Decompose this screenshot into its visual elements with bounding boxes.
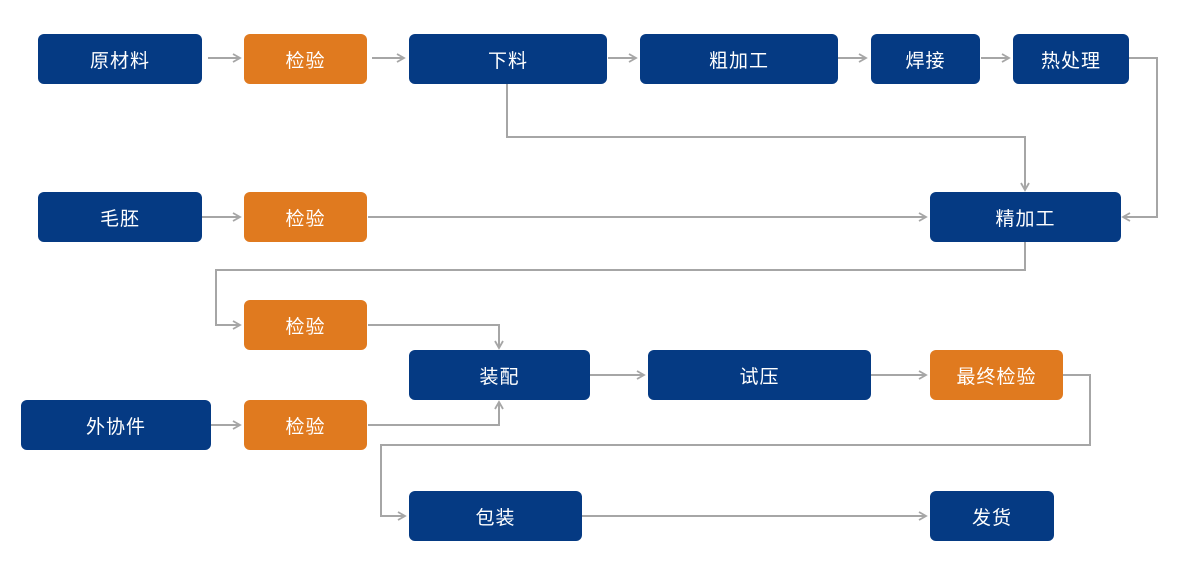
arrow-inspect-outsourced-to-assembly xyxy=(368,400,504,426)
outsourced-parts-node: 外协件 xyxy=(21,400,211,450)
arrow-blanking-to-finish xyxy=(506,84,1030,192)
blanking-node: 下料 xyxy=(409,34,607,84)
arrow-inspect-to-assembly xyxy=(368,324,504,350)
raw-material-node: 原材料 xyxy=(38,34,202,84)
blank-node: 毛胚 xyxy=(38,192,202,242)
shipping-node: 发货 xyxy=(930,491,1054,541)
rough-machining-node: 粗加工 xyxy=(640,34,838,84)
pressure-test-node: 试压 xyxy=(648,350,871,400)
assembly-node: 装配 xyxy=(409,350,590,400)
inspection-raw-node: 检验 xyxy=(244,34,367,84)
arrow-final-to-packaging xyxy=(380,374,1091,521)
arrow-finish-to-inspect xyxy=(215,242,1026,330)
packaging-node: 包装 xyxy=(409,491,582,541)
finish-machining-node: 精加工 xyxy=(930,192,1121,242)
arrow-heat-to-finish xyxy=(1121,57,1158,222)
heat-treatment-node: 热处理 xyxy=(1013,34,1129,84)
welding-node: 焊接 xyxy=(871,34,980,84)
inspection-finish-node: 检验 xyxy=(244,300,367,350)
inspection-outsourced-node: 检验 xyxy=(244,400,367,450)
inspection-blank-node: 检验 xyxy=(244,192,367,242)
final-inspection-node: 最终检验 xyxy=(930,350,1063,400)
